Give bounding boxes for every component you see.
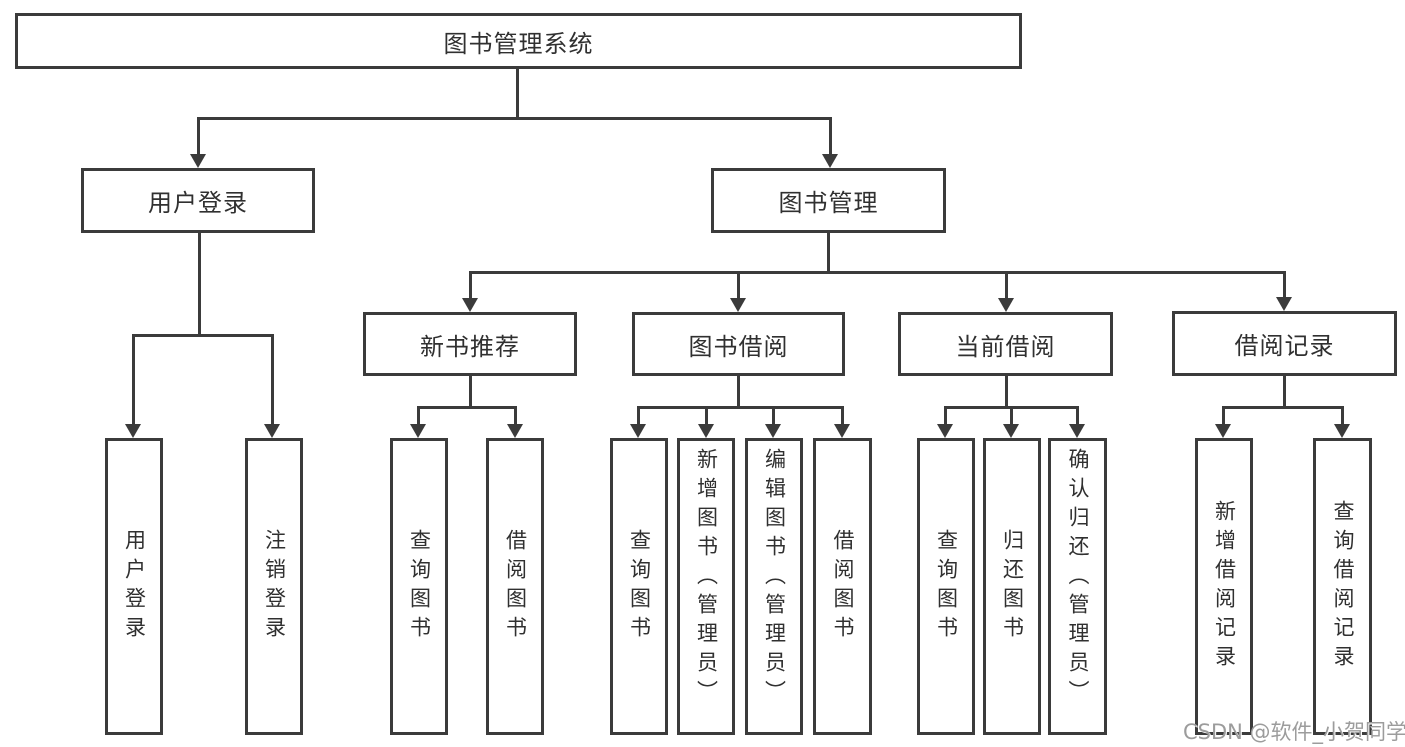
leaf-borrow-books-newbook: 借阅图书 [486,438,544,735]
arrow-down-icon [410,424,426,438]
leaf-label: 确认归还（管理员） [1066,448,1090,709]
leaf-label: 查询图书 [407,528,432,645]
leaf-label: 查询借阅记录 [1331,499,1355,674]
connector-line [417,406,420,426]
leaf-label: 归还图书 [1000,528,1025,645]
leaf-add-books-admin: 新增图书（管理员） [677,438,735,735]
connector-line [469,375,472,408]
connector-line [1283,375,1286,408]
connector-line [417,406,517,409]
leaf-label: 注销登录 [262,528,287,645]
arrow-down-icon [730,298,746,312]
leaf-confirm-return-admin: 确认归还（管理员） [1048,438,1107,735]
leaf-label: 查询图书 [627,528,652,645]
connector-line [1005,375,1008,408]
arrow-down-icon [507,424,523,438]
leaf-query-books-newbook: 查询图书 [390,438,448,735]
arrow-down-icon [765,424,781,438]
node-borrow-records: 借阅记录 [1172,311,1397,376]
connector-line [197,117,200,157]
connector-line [198,233,201,335]
leaf-query-books-current: 查询图书 [917,438,975,735]
connector-line [271,334,274,426]
connector-line [469,271,1286,274]
connector-line [514,406,517,426]
connector-line [1222,406,1344,409]
node-library-management-system: 图书管理系统 [15,13,1022,69]
arrow-down-icon [190,154,206,168]
arrow-down-icon [1215,424,1231,438]
leaf-label: 新增图书（管理员） [694,448,719,709]
connector-line [516,68,519,120]
csdn-watermark: CSDN @软件_小贺同学 [1183,720,1405,744]
connector-line [1222,406,1225,426]
leaf-label: 用户登录 [122,528,147,645]
arrow-down-icon [834,424,850,438]
leaf-user-login: 用户登录 [105,438,163,735]
node-current-borrow: 当前借阅 [898,312,1113,376]
arrow-down-icon [264,424,280,438]
arrow-down-icon [1003,424,1019,438]
leaf-label: 查询图书 [934,528,959,645]
leaf-label: 借阅图书 [831,528,855,645]
arrow-down-icon [822,154,838,168]
arrow-down-icon [698,424,714,438]
arrow-down-icon [1276,297,1292,311]
connector-line [469,271,472,301]
arrow-down-icon [1334,424,1350,438]
connector-line [829,117,832,157]
arrow-down-icon [937,424,953,438]
arrow-down-icon [125,424,141,438]
connector-line [705,406,708,426]
connector-line [197,117,832,120]
leaf-logout-login: 注销登录 [245,438,303,735]
connector-line [841,406,844,426]
connector-line [737,271,740,301]
leaf-query-borrow-record: 查询借阅记录 [1313,438,1372,735]
node-new-book-recommend: 新书推荐 [363,312,577,376]
connector-line [772,406,775,426]
connector-line [1076,406,1079,426]
leaf-label: 借阅图书 [503,528,528,645]
connector-line [737,375,740,408]
arrow-down-icon [630,424,646,438]
leaf-add-borrow-record: 新增借阅记录 [1195,438,1253,735]
leaf-query-books-borrow: 查询图书 [610,438,668,735]
leaf-label: 新增借阅记录 [1212,499,1237,674]
leaf-edit-books-admin: 编辑图书（管理员） [745,438,803,735]
leaf-return-books: 归还图书 [983,438,1041,735]
leaf-borrow-books-borrow: 借阅图书 [813,438,872,735]
connector-line [637,406,844,409]
connector-line [1283,271,1286,301]
arrow-down-icon [462,298,478,312]
node-book-management: 图书管理 [711,168,946,233]
connector-line [944,406,947,426]
connector-line [132,334,274,337]
connector-line [1010,406,1013,426]
arrow-down-icon [998,298,1014,312]
node-book-borrow: 图书借阅 [632,312,845,376]
connector-line [132,334,135,426]
connector-line [1341,406,1344,426]
leaf-label: 编辑图书（管理员） [762,448,787,709]
node-user-login: 用户登录 [81,168,315,233]
connector-line [827,233,830,273]
arrow-down-icon [1069,424,1085,438]
connector-line [637,406,640,426]
connector-line [1005,271,1008,301]
